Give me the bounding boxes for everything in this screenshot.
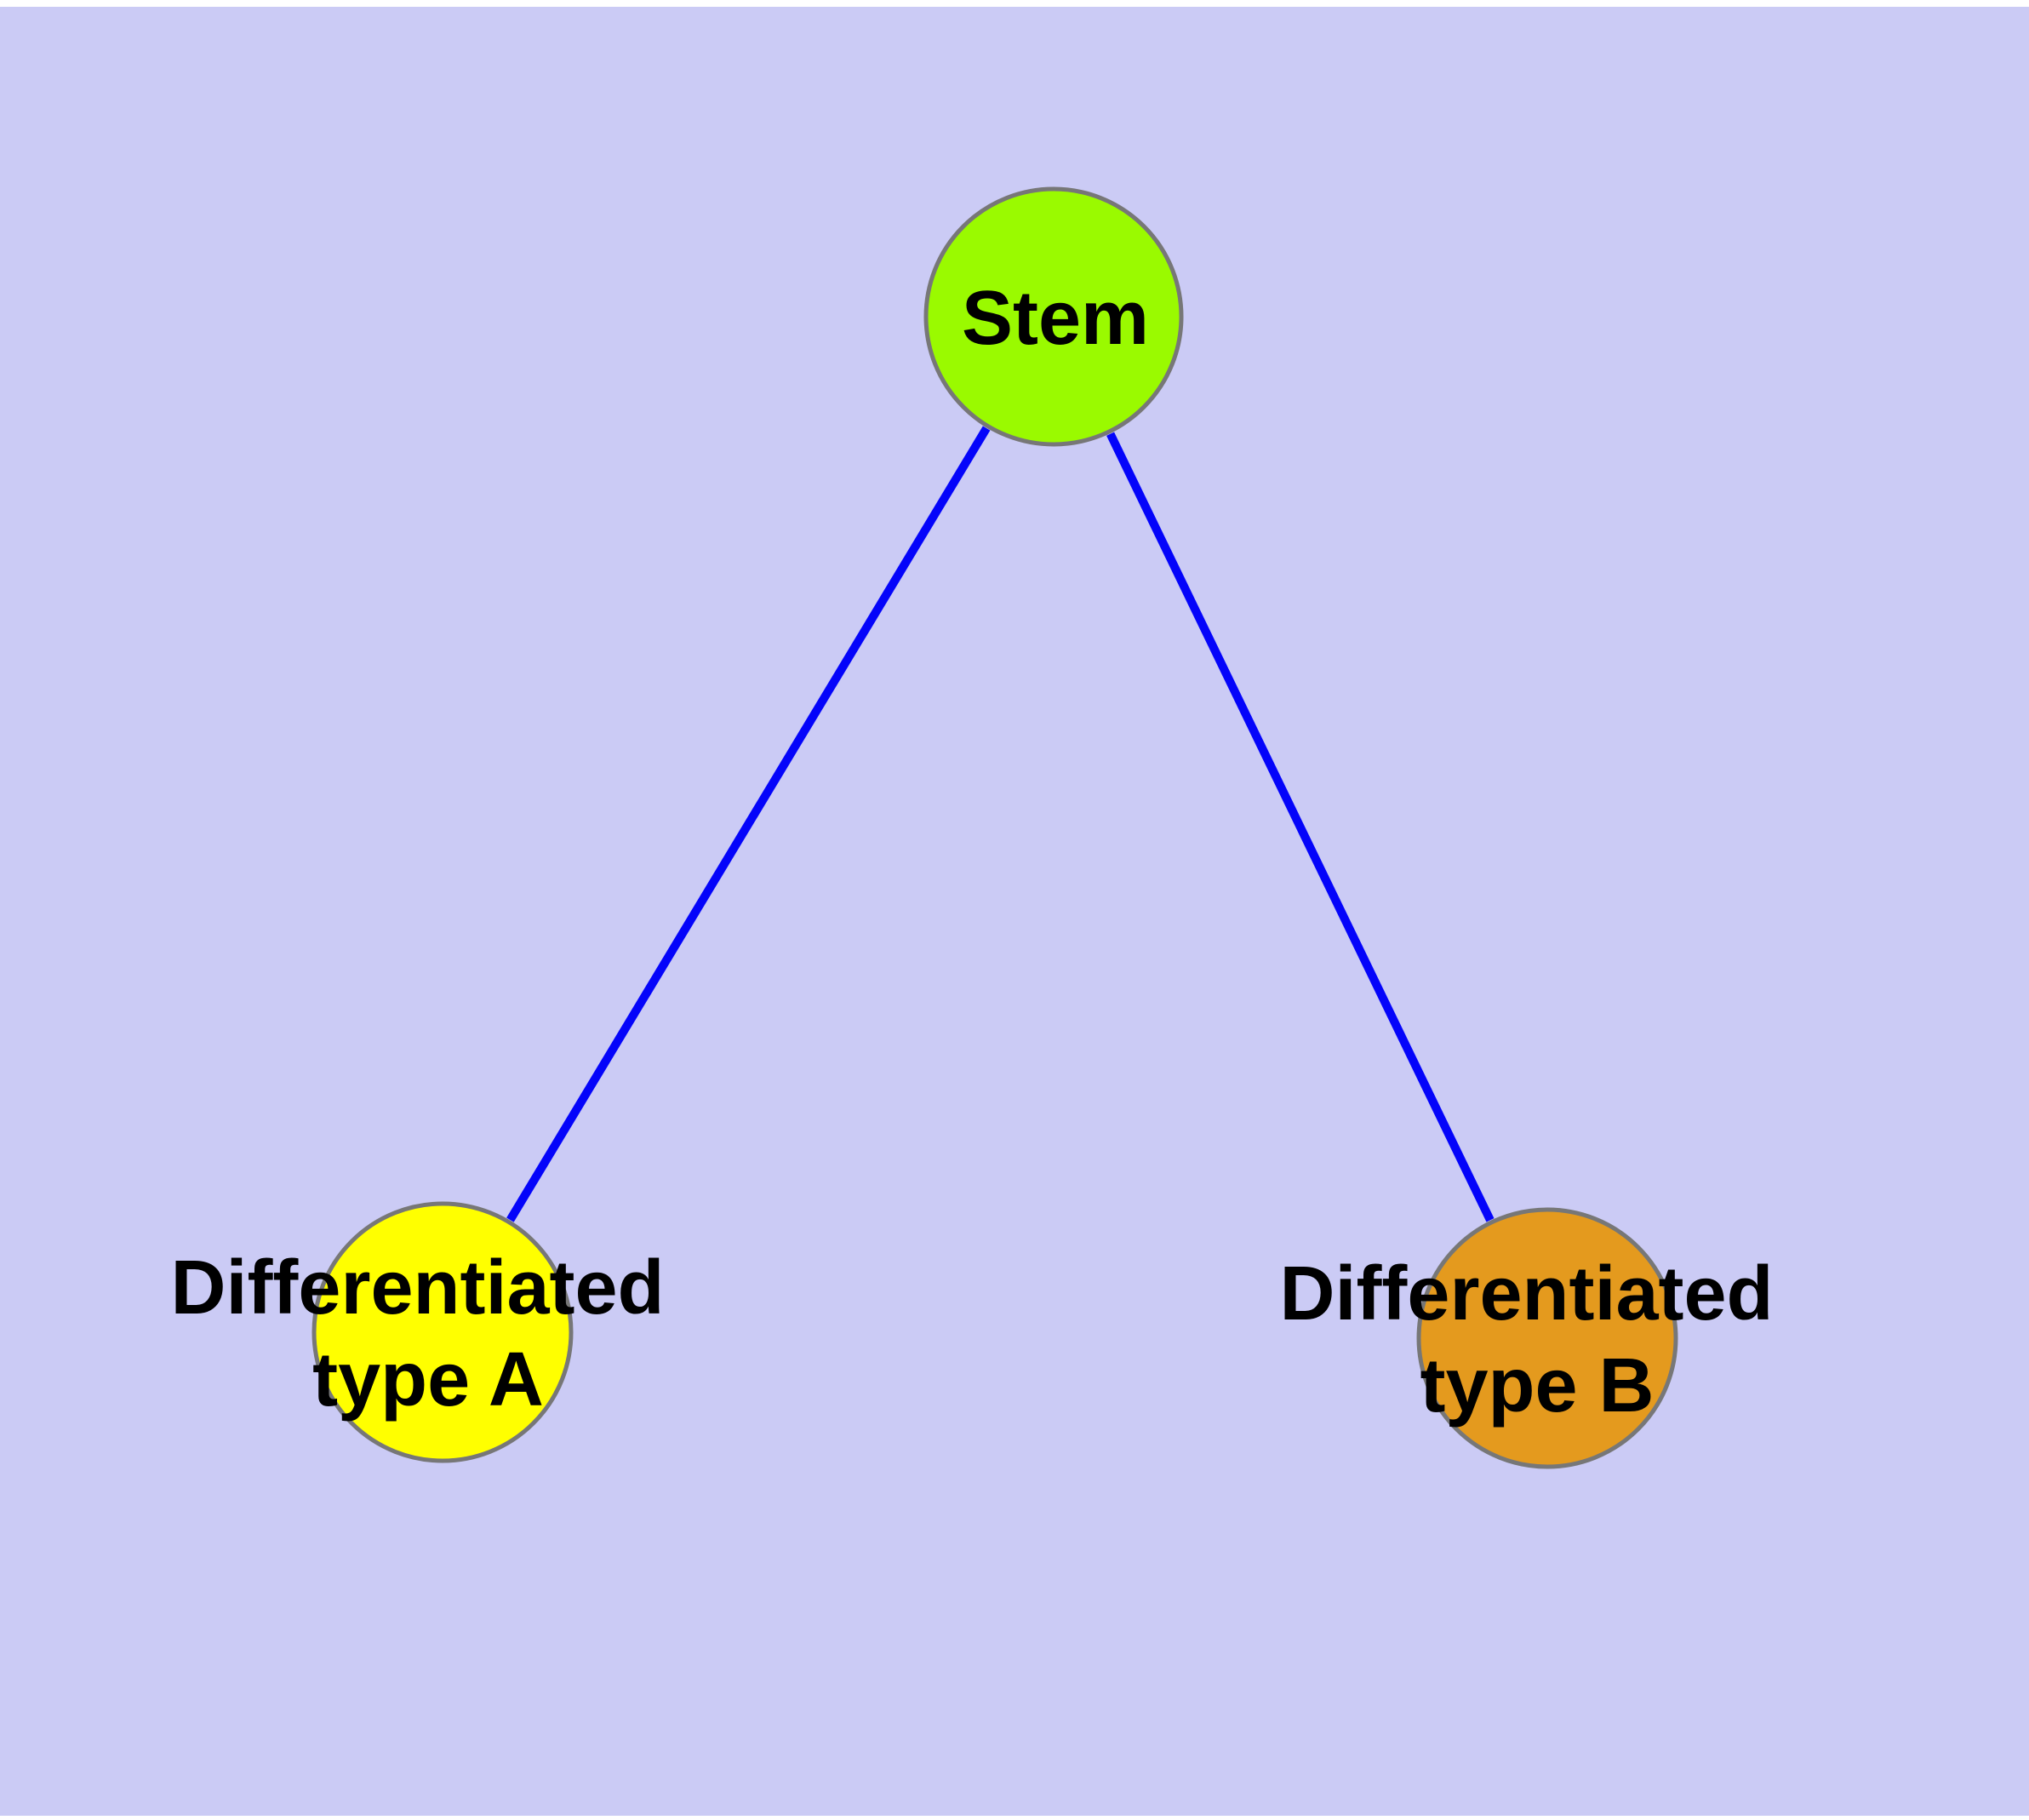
node-typeB-label: Differentiated type B [1279, 1251, 1794, 1428]
node-stem-label: Stem [962, 276, 1149, 361]
node-stem-circle [923, 186, 1184, 447]
node-typeB-circle [1416, 1207, 1678, 1469]
node-typeA-label: Differentiated type A [170, 1245, 685, 1422]
edge-layer [506, 426, 1495, 1222]
edge-stem-typeA [506, 426, 991, 1222]
node-typeA-circle [311, 1201, 574, 1463]
edge-stem-typeB [1106, 432, 1495, 1222]
node-layer [311, 186, 1678, 1469]
node-stem-label-line-1: Stem [962, 276, 1149, 361]
node-typeA-label-line-2: type A [312, 1337, 544, 1422]
node-typeA-label-line-1: Differentiated [170, 1245, 664, 1331]
node-typeB-label-line-1: Differentiated [1279, 1251, 1773, 1336]
node-typeB-label-line-2: type B [1420, 1343, 1654, 1428]
label-layer: Stem Differentiated type A Differentiate… [170, 276, 1794, 1428]
